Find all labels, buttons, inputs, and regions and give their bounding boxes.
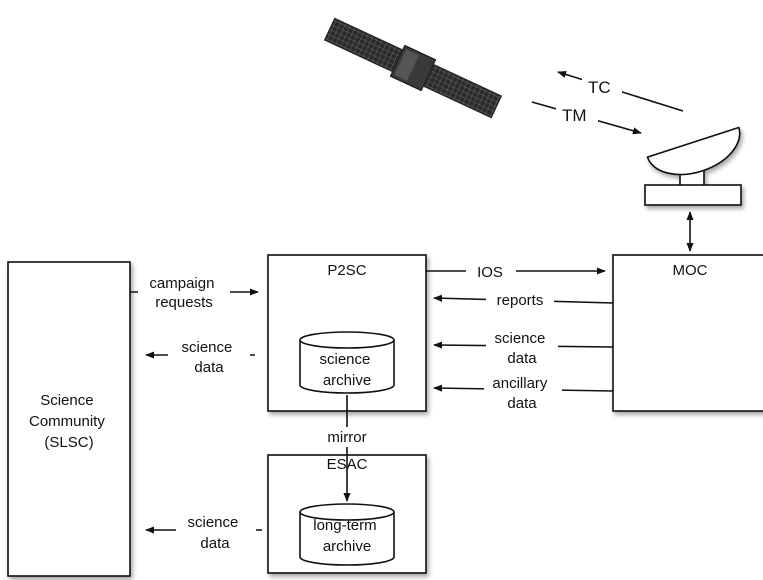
longterm-archive-cylinder: [299, 503, 395, 566]
ancillary-data-label: ancillary data: [492, 375, 551, 412]
tm-label: TM: [562, 106, 587, 125]
mirror-label: mirror: [327, 429, 366, 446]
science-community-box: [7, 261, 131, 577]
p2sc-label: P2SC: [327, 262, 366, 279]
campaign-requests-label: campaign requests: [149, 275, 218, 311]
science-archive-label: science archive: [319, 351, 374, 389]
moc-box: [612, 254, 763, 412]
satellite-icon: [323, 17, 503, 119]
longterm-archive-label: long-term archive: [313, 517, 381, 555]
science-archive-cylinder: [299, 331, 395, 394]
science-data-p2sc-label: science data: [181, 339, 236, 376]
moc-label: MOC: [673, 262, 708, 279]
science-data-esac-label: science data: [187, 514, 242, 552]
antenna-icon: [644, 126, 742, 206]
ios-label: IOS: [477, 264, 503, 281]
tc-label: TC: [588, 78, 611, 97]
science-community-label: Science Community (SLSC): [29, 392, 109, 451]
reports-label: reports: [497, 292, 544, 309]
science-data-moc-label: science data: [494, 330, 549, 367]
